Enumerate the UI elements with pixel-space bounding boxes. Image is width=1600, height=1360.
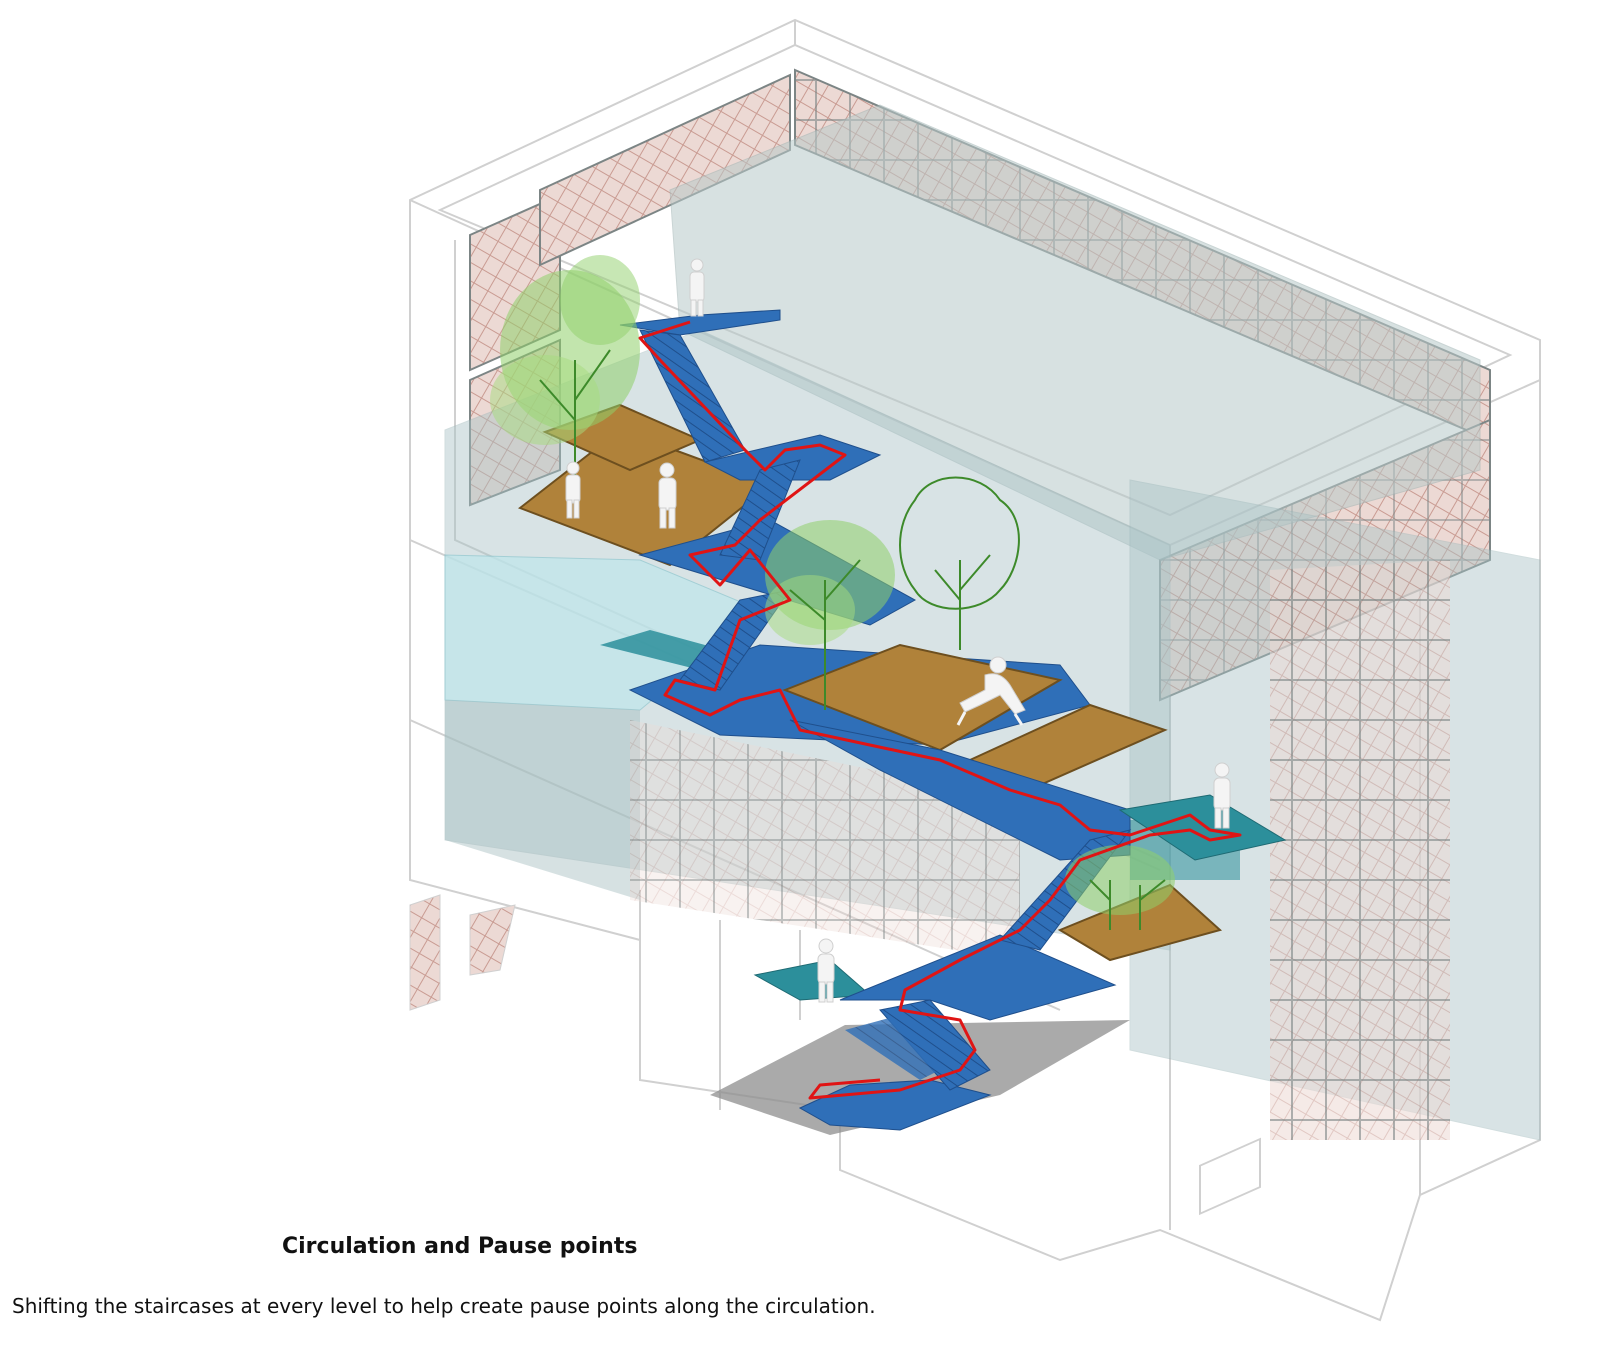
figure-right-landing [1213, 762, 1231, 829]
figure-deck-1b [658, 462, 677, 529]
tree-mid-green [765, 520, 895, 710]
human-figures [565, 258, 1231, 1003]
figure-deck-1a [565, 461, 581, 519]
figure-top-landing [689, 258, 705, 317]
circulation-path [638, 320, 1242, 1100]
tree-upper-left [490, 255, 640, 500]
figure-seated [956, 656, 1026, 726]
caption-title: Circulation and Pause points [282, 1234, 638, 1259]
caption-description: Shifting the staircases at every level t… [12, 1294, 876, 1318]
tree-outline [899, 476, 1020, 650]
tree-lower-right [1065, 845, 1175, 930]
trees [490, 255, 1175, 930]
figure-ground-landing [817, 938, 835, 1003]
brick-screen-left [409, 73, 791, 1011]
